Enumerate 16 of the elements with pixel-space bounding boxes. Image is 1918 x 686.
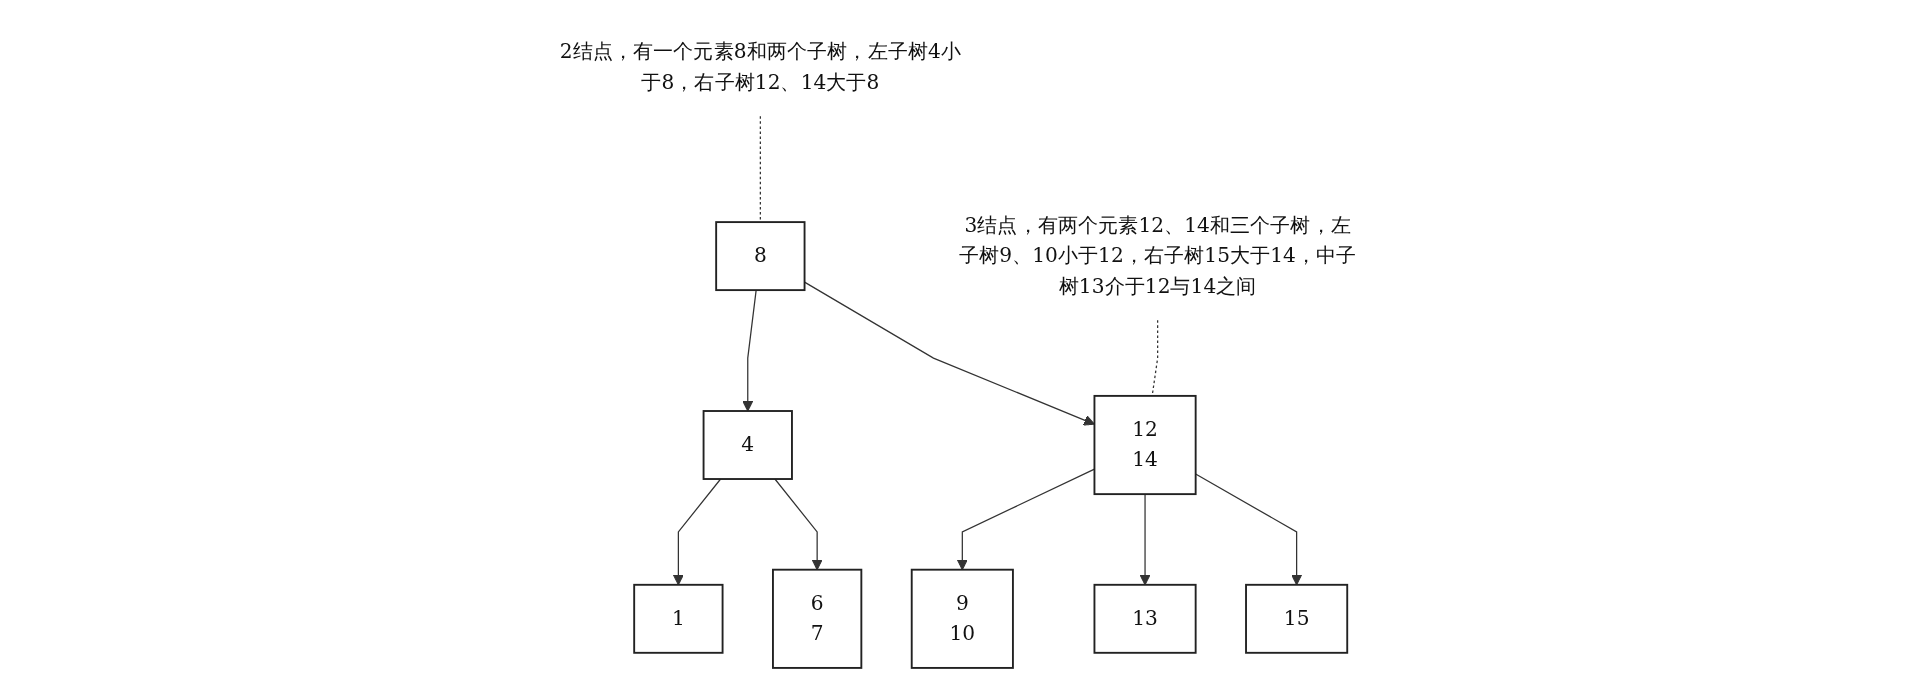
node-box: 12 14 (1093, 394, 1197, 496)
arrow (774, 478, 823, 571)
node-box: 8 (715, 221, 806, 292)
node-text: 3结点，有两个元素12、14和三个子树，左子树9、10小于12，右子树15大于14，中子树13介于12与14之间 (958, 213, 1357, 298)
node-box: 9 10 (910, 568, 1014, 669)
arrow (672, 478, 722, 586)
node-text: 2结点，有一个元素8和两个子树，左子树4小于8，右子树12、14大于8 (559, 39, 961, 94)
connector (759, 115, 761, 223)
node-box: 13 (1093, 583, 1197, 654)
arrow (742, 289, 757, 412)
arrow (1195, 473, 1303, 586)
node-box: 1 (633, 583, 724, 654)
arrow (1139, 493, 1151, 586)
node-box: 15 (1245, 583, 1349, 654)
node-box: 4 (702, 410, 793, 480)
node-box: 6 7 (772, 568, 863, 669)
